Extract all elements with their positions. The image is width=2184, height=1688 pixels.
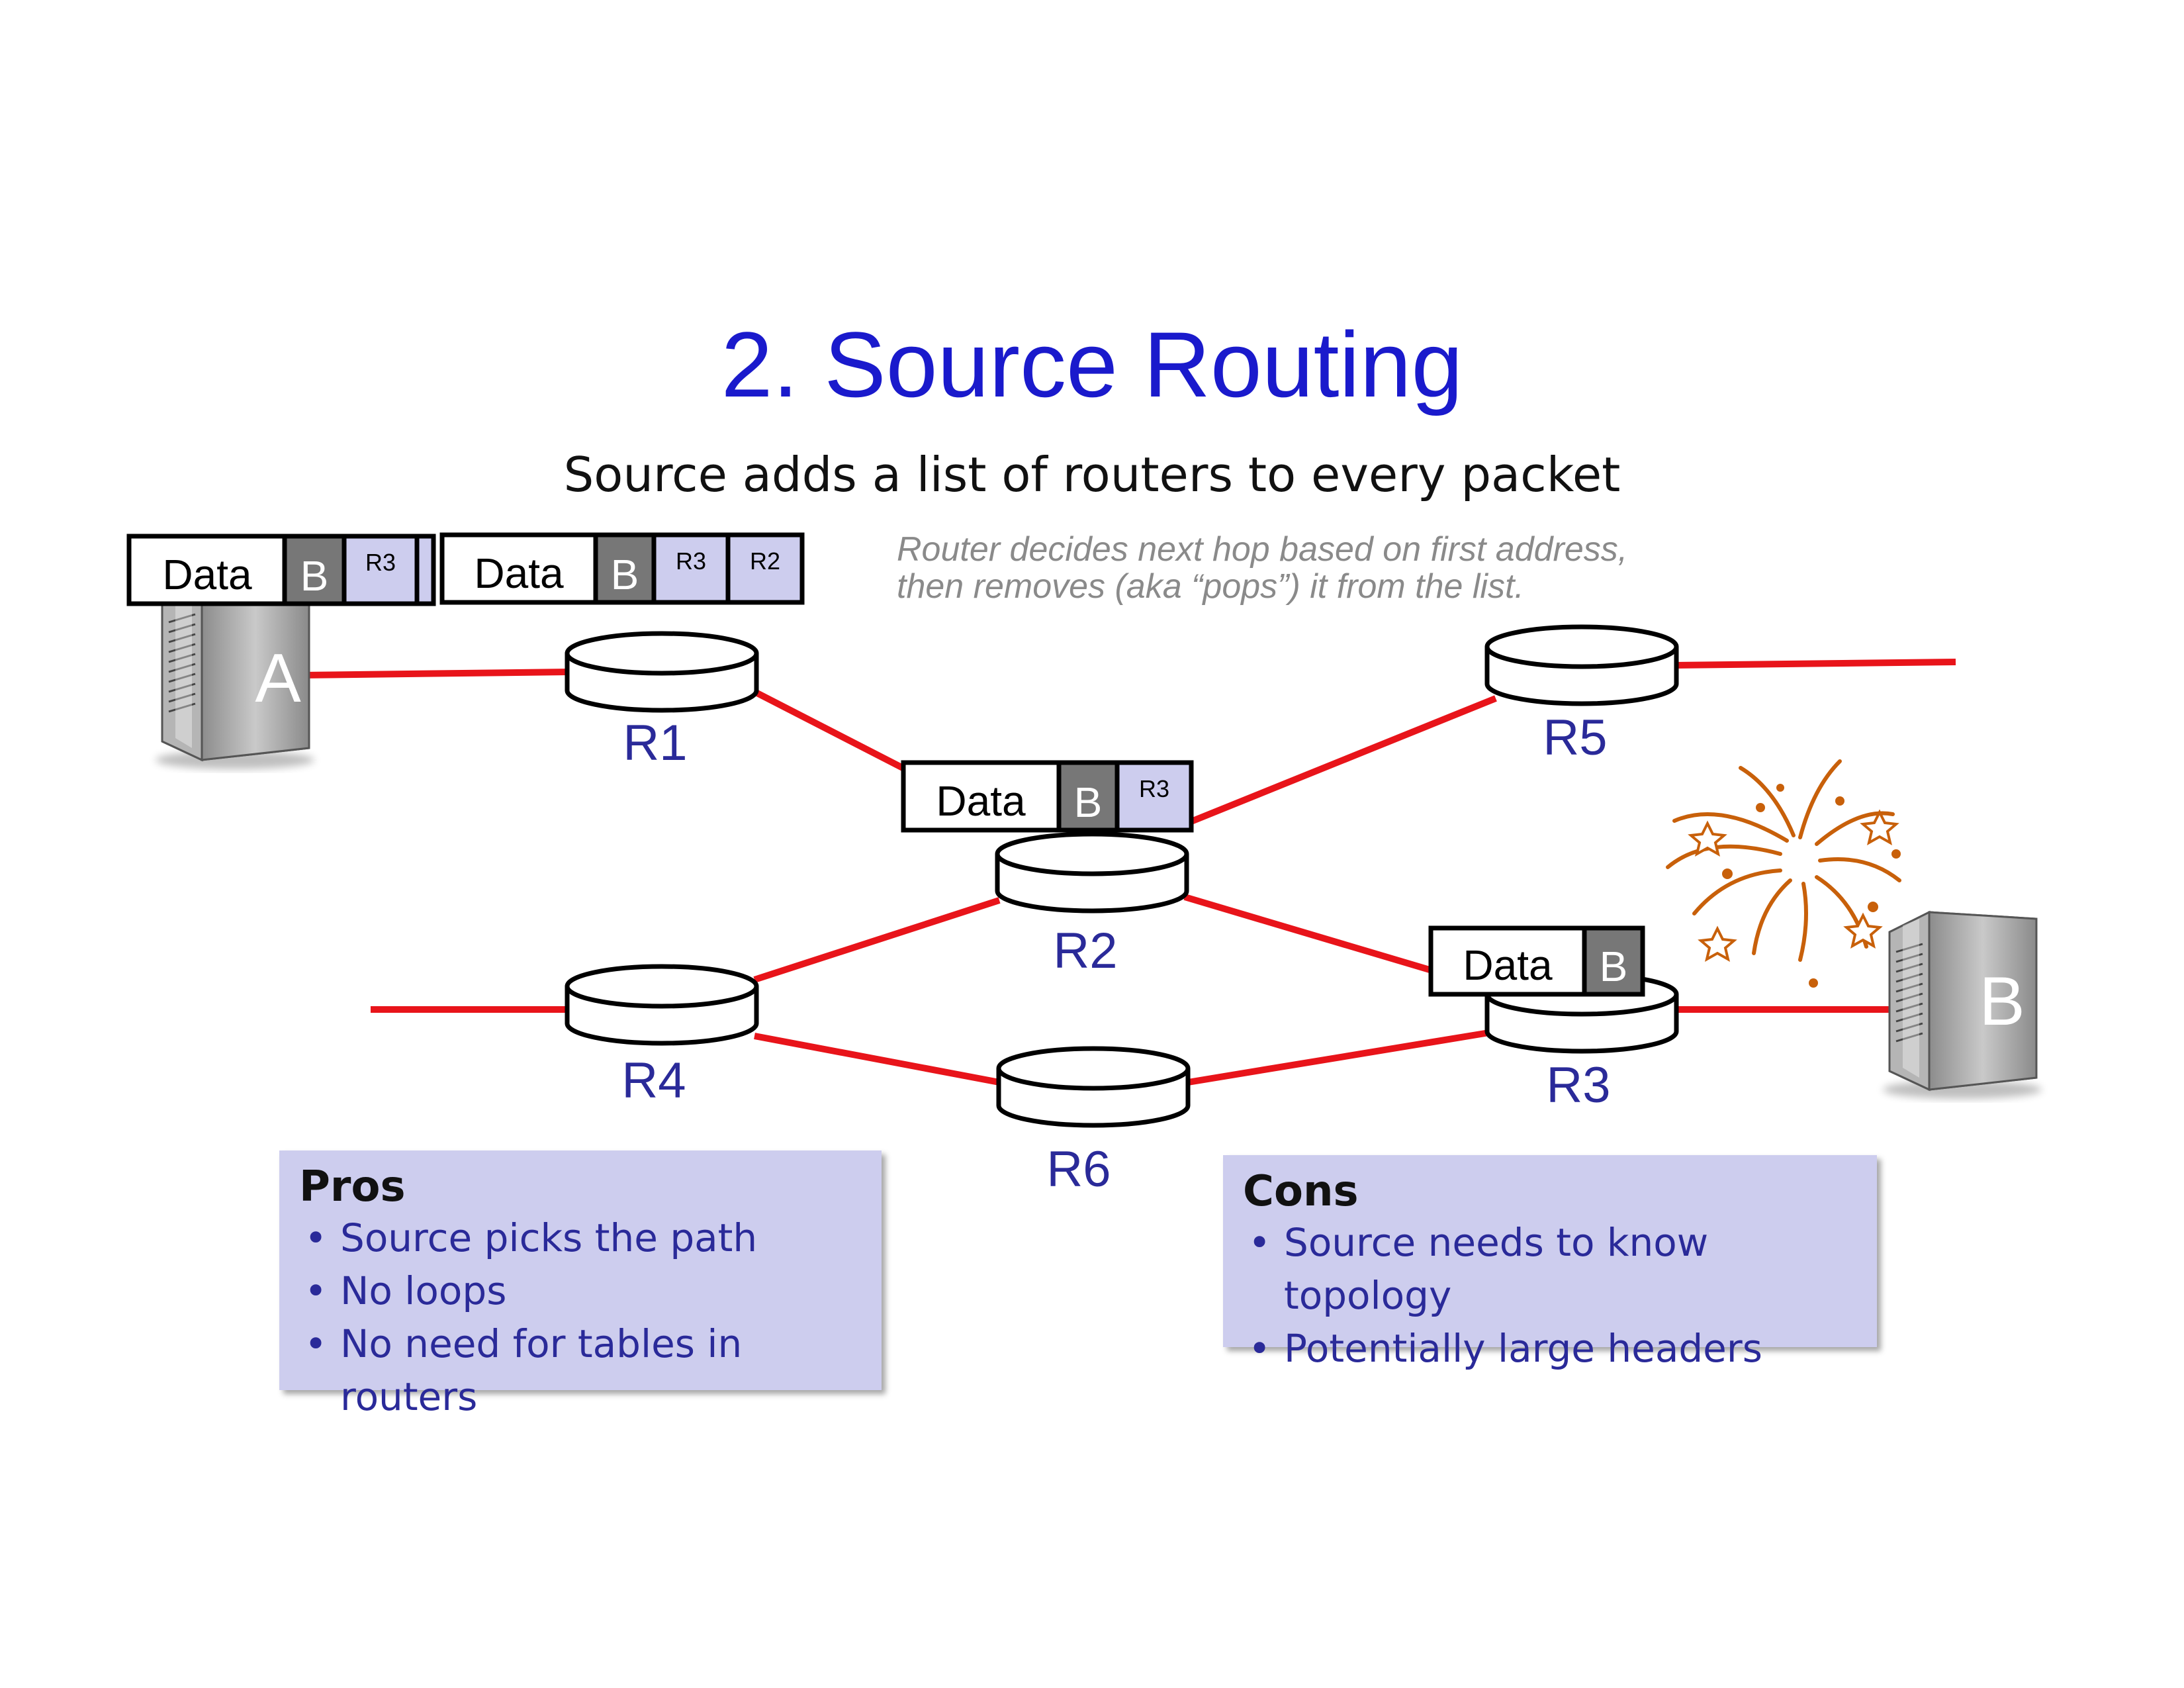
packet-dest-label: B <box>300 552 329 600</box>
packet-dest-label: B <box>611 551 639 598</box>
router-label-r1: R1 <box>623 715 687 771</box>
host-b-label: B <box>1979 963 2025 1040</box>
link-r6-r3 <box>1187 1029 1490 1086</box>
router-note: Router decides next hop based on first a… <box>897 531 1757 605</box>
packet-data-label: Data <box>162 551 252 598</box>
list-item: Source picks the path <box>299 1211 882 1264</box>
router-r1 <box>565 631 759 713</box>
router-r6 <box>996 1046 1191 1128</box>
fireworks-icon <box>1666 759 1901 988</box>
slide-subtitle: Source adds a list of routers to every p… <box>563 447 1621 502</box>
router-note-line-1: Router decides next hop based on first a… <box>897 530 1628 569</box>
cons-box: Cons Source needs to know topology Poten… <box>1223 1155 1877 1375</box>
host-a-label: A <box>255 640 301 717</box>
packet-hop-label: R3 <box>676 547 706 575</box>
packet-hop-label: R3 <box>1139 775 1169 802</box>
cons-heading: Cons <box>1243 1167 1359 1216</box>
router-r4 <box>565 964 759 1046</box>
router-r5 <box>1484 624 1679 706</box>
list-item: Potentially large headers <box>1243 1322 1877 1375</box>
pros-heading: Pros <box>299 1162 406 1211</box>
router-note-line-2: then removes (aka “pops”) it from the li… <box>897 567 1524 606</box>
router-r2 <box>995 831 1189 914</box>
link-r5-out <box>1674 659 1956 669</box>
packet-hop-label: R2 <box>750 547 780 575</box>
server-icon <box>156 581 314 769</box>
link-r2-r5 <box>1183 695 1497 827</box>
link-a-r1 <box>300 669 570 679</box>
packet-data-label: Data <box>936 777 1026 825</box>
link-r4-r6 <box>754 1033 1000 1086</box>
router-label-r2: R2 <box>1053 923 1117 979</box>
list-item: No need for tables in routers <box>299 1317 882 1423</box>
link-r2-r4 <box>753 897 1001 983</box>
packet-at-r2: Data B R3 <box>901 760 1194 833</box>
packet-dest-label: B <box>1600 943 1628 990</box>
packet-at-a-full: Data B R3 R2 <box>439 532 805 605</box>
link-r2-r3 <box>1183 894 1431 973</box>
list-item: No loops <box>299 1264 882 1317</box>
packet-at-r3: Data B <box>1428 925 1645 997</box>
router-label-r3: R3 <box>1546 1057 1610 1113</box>
cons-list: Source needs to know topology Potentiall… <box>1243 1216 1877 1375</box>
packet-hop-label: R3 <box>365 549 396 576</box>
router-label-r5: R5 <box>1543 710 1607 766</box>
packet-data-label: Data <box>474 549 564 597</box>
router-label-r6: R6 <box>1046 1141 1111 1197</box>
router-label-r4: R4 <box>621 1053 686 1109</box>
slide-title: 2. Source Routing <box>721 312 1463 416</box>
list-item: Source needs to know topology <box>1243 1216 1877 1322</box>
packet-at-a: Data B R3 <box>126 534 436 606</box>
packet-data-label: Data <box>1463 941 1553 989</box>
pros-box: Pros Source picks the path No loops No n… <box>279 1150 882 1419</box>
server-icon <box>1883 910 2042 1099</box>
pros-list: Source picks the path No loops No need f… <box>299 1211 882 1423</box>
packet-dest-label: B <box>1074 778 1103 826</box>
